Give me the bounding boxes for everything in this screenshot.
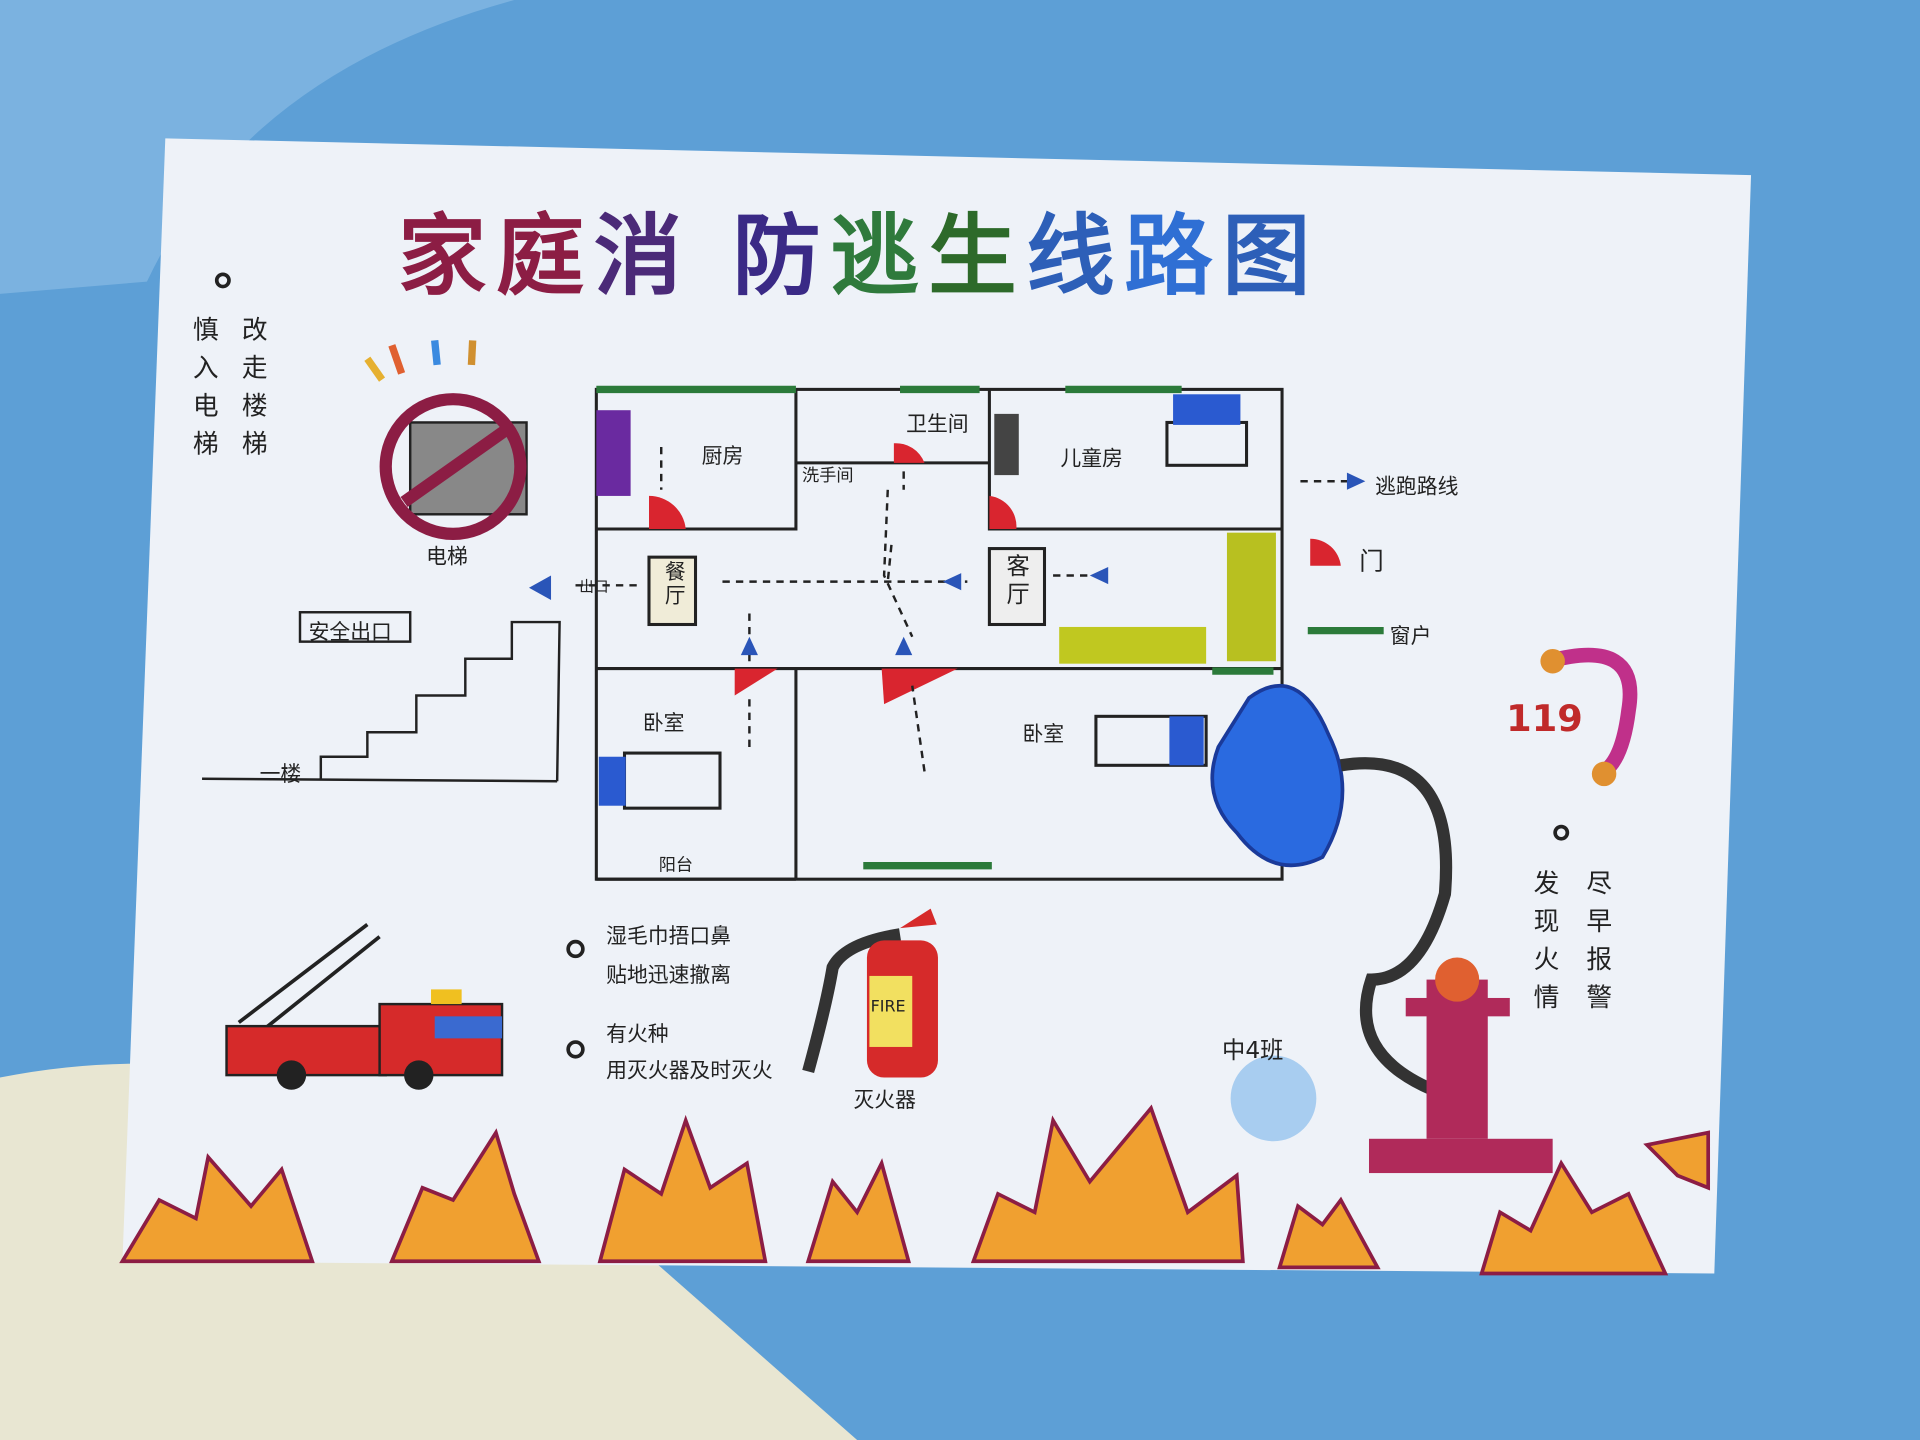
title-char: 防 [732,203,831,308]
tip-towel-2: 贴地迅速撤离 [606,963,732,989]
title-char: 逃 [830,203,929,308]
report-tip-col1: 发现火情 [1530,869,1561,1022]
title-char: 图 [1222,203,1321,308]
title-char: 家 [397,203,496,308]
title-char: 路 [1124,203,1223,308]
report-tip-col2: 尽早报警 [1583,869,1613,1022]
furniture [596,394,1276,806]
tip-towel-1: 湿毛巾捂口鼻 [606,924,732,949]
room-washroom: 洗手间 [802,466,854,487]
windows [596,385,1384,870]
room-living: 客厅 [1002,553,1030,610]
page-title: 家庭消 防逃生线路图 [398,184,1320,313]
bullet-circles [214,272,1570,1059]
title-char: 庭 [495,203,594,308]
legend-door: 门 [1359,546,1384,576]
flames [119,1104,1711,1276]
legend-window: 窗户 [1389,624,1432,649]
phone-icon [1547,647,1638,778]
phone-number: 119 [1506,697,1583,741]
room-balcony: 阳台 [658,855,694,876]
paper [122,138,1752,1274]
room-dining: 餐厅 [660,560,685,608]
extinguisher-tag: FIRE [870,997,906,1017]
safety-exit-label: 安全出口 [308,620,392,646]
fire-extinguisher-icon [802,908,938,1078]
extinguisher-label: 灭火器 [853,1088,916,1114]
fire-hydrant-icon [1368,957,1553,1174]
title-char: 生 [928,203,1027,308]
water-splash-icon [1210,683,1345,868]
title-char: 线 [1026,203,1125,308]
room-bathroom: 卫生间 [906,412,969,438]
title-char: 消 [593,203,692,308]
elevator-label: 电梯 [426,544,468,570]
legend-route: 逃跑路线 [1375,475,1459,500]
tip-extinguish-1: 有火种 [606,1022,669,1047]
escape-route [569,446,1360,772]
route-arrows [528,472,1366,656]
exit-arrow-label: 出口 [579,577,609,596]
no-elevator-icon [364,340,528,541]
elevator-tip-col1: 慎入电梯 [189,315,220,468]
sticker [1230,1055,1317,1142]
room-bedroom-left: 卧室 [642,711,685,736]
tip-extinguish-2: 用灭火器及时灭火 [606,1059,773,1084]
elevator-tip-col2: 改走楼梯 [238,315,269,468]
floor-label: 一楼 [259,762,302,788]
room-kitchen: 厨房 [701,444,744,469]
fire-truck-icon [225,923,504,1090]
class-name: 中4班 [1222,1037,1284,1065]
stairs-icon [202,611,561,783]
room-bedroom-right: 卧室 [1022,722,1065,747]
cream-blanket-top [0,0,515,294]
hose [1339,757,1453,1096]
room-kids: 儿童房 [1060,446,1123,472]
